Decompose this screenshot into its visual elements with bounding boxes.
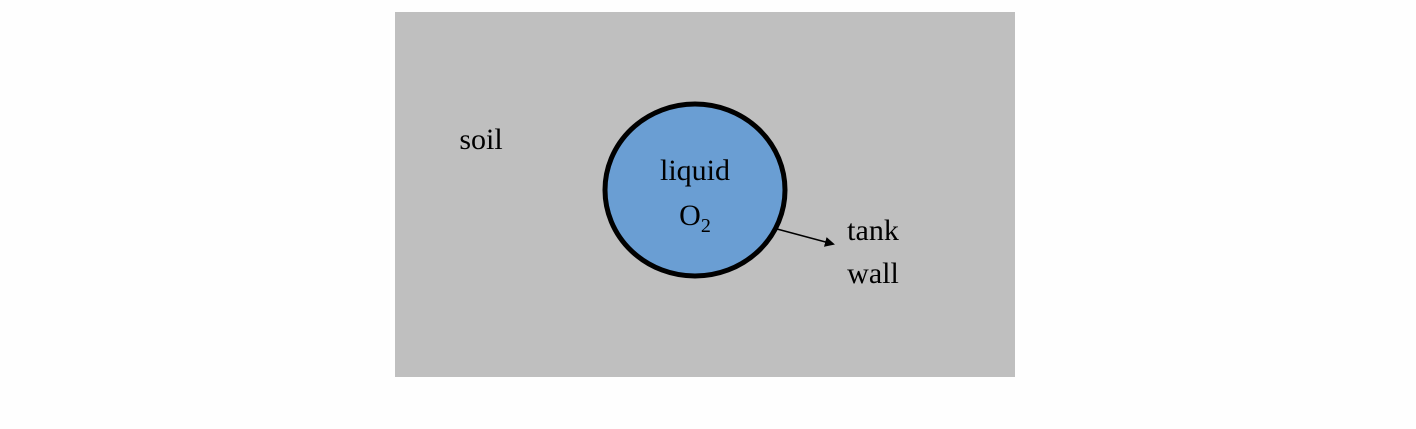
tank-content-formula: O2 <box>679 199 711 237</box>
liquid-oxygen-tank <box>602 101 788 279</box>
soil-label: soil <box>459 123 502 156</box>
tank-content-label-line1: liquid <box>660 154 730 187</box>
tank-wall-label-line1: tank <box>847 214 899 247</box>
formula-subscript: 2 <box>701 215 711 237</box>
tank-wall-arrow <box>776 228 835 247</box>
tank-wall-label-line2: wall <box>847 257 899 290</box>
formula-base: O <box>679 199 701 232</box>
